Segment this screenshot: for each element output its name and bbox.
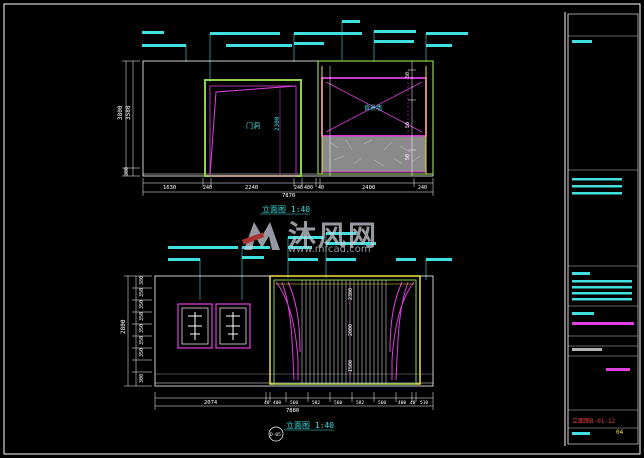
feature-wall: 背景墙 xyxy=(317,60,434,176)
bottom-dim-6: 560 xyxy=(334,400,342,406)
top-elevation: 门洞 2300 背景墙 xyxy=(117,20,468,215)
title-block: 立面图B-01-12 04 xyxy=(564,12,639,446)
section-marker-label: D-05 xyxy=(270,432,281,438)
section-marker: D-05 xyxy=(268,426,284,442)
bottom-dim-5: 582 xyxy=(312,400,320,406)
right-curtain xyxy=(389,281,415,381)
top-dim-7: 2400 xyxy=(362,185,375,191)
watermark-url: www.mfcad.com xyxy=(288,244,371,255)
bottom-dim-2: 40 xyxy=(264,400,270,406)
top-dim-4: 240 xyxy=(294,185,303,191)
bottom-left-dim-6: 350 xyxy=(139,336,145,345)
bottom-dim-9: 400 xyxy=(398,400,406,406)
top-dim-2: 240 xyxy=(203,185,212,191)
top-right-dim-1: 50 xyxy=(405,72,411,78)
bottom-left-dims xyxy=(124,275,152,387)
feature-wall-label: 背景墙 xyxy=(364,104,382,112)
watermark-logo-icon xyxy=(241,222,280,250)
top-dim-1: 1630 xyxy=(163,185,176,191)
door-height-dim: 2300 xyxy=(274,116,281,131)
bottom-elevation: 2300 2000 1500 2800 380 350 350 350 350 … xyxy=(120,232,452,442)
window-dim-3: 1500 xyxy=(348,360,354,372)
top-right-dim-3: 50 xyxy=(405,154,411,160)
bottom-left-dim-3: 350 xyxy=(139,300,145,309)
bottom-left-dim-4: 350 xyxy=(139,312,145,321)
site-watermark: 沐风网 www.mfcad.com xyxy=(240,212,410,260)
bottom-left-dim-top: 380 xyxy=(139,276,145,285)
top-left-dim-total: 3800 xyxy=(117,105,124,120)
bottom-dim-3: 400 xyxy=(273,400,281,406)
bottom-left-dim-8: 300 xyxy=(139,374,145,383)
top-bottom-dims xyxy=(142,178,434,196)
window-dim-2: 2000 xyxy=(348,324,354,336)
bottom-dim-4: 560 xyxy=(290,400,298,406)
top-dim-6: 40 xyxy=(318,185,324,191)
top-right-dims xyxy=(408,61,416,176)
bottom-dim-total: 7880 xyxy=(286,408,299,414)
bottom-drawing-title: 立面图 1:40 xyxy=(286,420,334,430)
bottom-annotations xyxy=(168,232,452,300)
window-slats xyxy=(301,280,387,384)
top-annotations xyxy=(142,20,468,82)
door-opening: 门洞 2300 xyxy=(204,79,302,177)
top-left-dim-base: 300 xyxy=(124,167,130,176)
top-dim-total: 7870 xyxy=(282,193,295,199)
bottom-dim-10: 40 xyxy=(410,400,416,406)
bottom-dim-1: 2074 xyxy=(204,400,218,406)
top-dim-3: 2240 xyxy=(245,185,258,191)
bottom-left-dim-7: 350 xyxy=(139,348,145,357)
bottom-dim-11: 510 xyxy=(420,400,428,406)
top-right-dim-2: 50 xyxy=(405,122,411,128)
watermark-name: 沐风网 xyxy=(288,219,379,252)
top-left-dim-inner: 3580 xyxy=(125,105,132,120)
top-dim-8: 240 xyxy=(418,185,427,191)
bottom-left-dim-total: 2800 xyxy=(120,319,127,334)
curtain-window: 2300 2000 1500 xyxy=(269,275,421,385)
bottom-left-dim-5: 350 xyxy=(139,324,145,333)
bottom-bottom-dims xyxy=(154,392,434,410)
door-label: 门洞 xyxy=(246,121,260,130)
bottom-left-dim-2: 350 xyxy=(139,288,145,297)
bottom-dim-7: 582 xyxy=(356,400,364,406)
page-number: 04 xyxy=(616,429,624,436)
sheet-number: 立面图B-01-12 xyxy=(572,417,616,425)
art-frames xyxy=(177,303,251,349)
top-left-dims xyxy=(122,60,140,177)
window-dim-1: 2300 xyxy=(348,288,354,300)
bottom-dim-8: 560 xyxy=(378,400,386,406)
sheet-border xyxy=(3,3,641,455)
left-curtain xyxy=(275,281,301,381)
top-drawing-title: 立面图 1:40 xyxy=(262,204,310,214)
top-dim-5: 400 xyxy=(304,185,313,191)
